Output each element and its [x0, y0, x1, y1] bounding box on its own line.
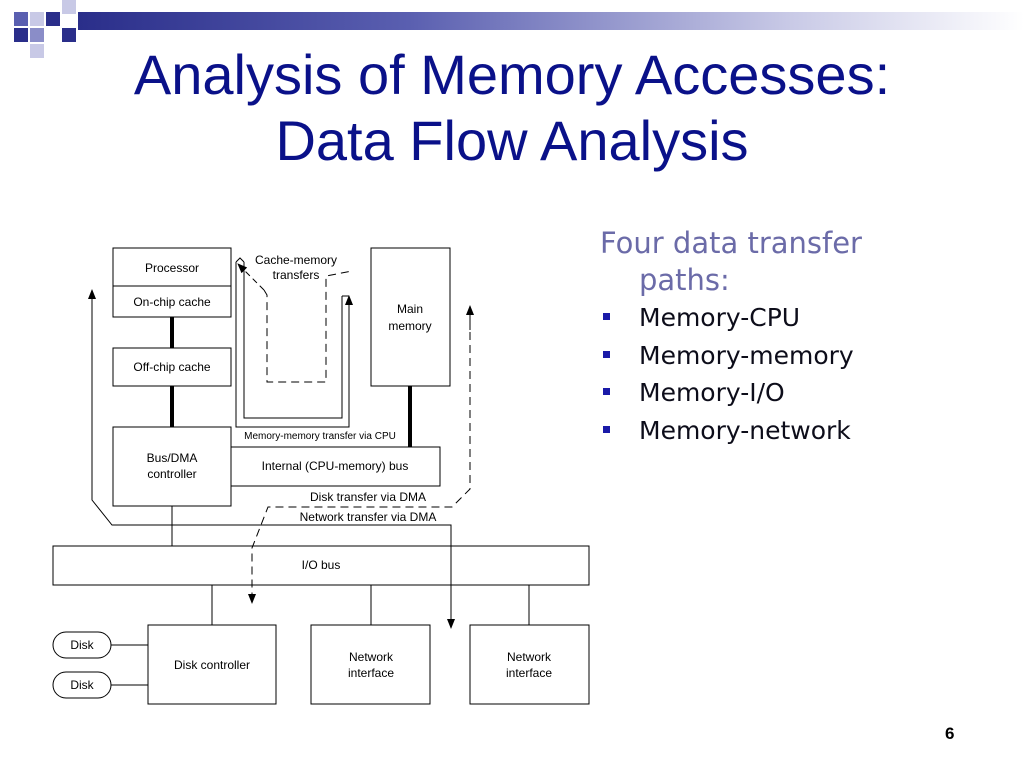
disk-dma-path: [248, 306, 471, 604]
main-memory-label-line1: Main: [397, 302, 423, 316]
intro-text: Four data transfer paths:: [600, 225, 1000, 299]
header-gradient-bar: [78, 12, 1024, 30]
network-interface-2-label-line1: Network: [507, 650, 552, 664]
square-bullet-icon: [603, 388, 610, 395]
network-dma-path: [91, 290, 455, 629]
square-bullet-icon: [603, 313, 610, 320]
slide-title-line2: Data Flow Analysis: [275, 109, 749, 172]
slide-title-line1: Analysis of Memory Accesses:: [133, 43, 891, 106]
deco-square: [62, 0, 76, 14]
list-item-text: Memory-network: [639, 415, 851, 445]
disk-1-label: Disk: [70, 638, 94, 652]
square-bullet-icon: [603, 425, 610, 433]
intro-line1: Four data transfer: [600, 226, 862, 260]
main-memory-box: [370, 247, 451, 387]
slide-title: Analysis of Memory Accesses: Data Flow A…: [0, 42, 1024, 174]
list-item: Memory-network: [600, 412, 1000, 450]
deco-square: [30, 28, 44, 42]
transfer-paths-list: Memory-CPU Memory-memory Memory-I/O Memo…: [600, 299, 1000, 449]
deco-square: [30, 12, 44, 26]
network-interface-1-box: [310, 624, 431, 705]
intro-line2: paths:: [639, 263, 730, 297]
internal-bus-label: Internal (CPU-memory) bus: [262, 459, 409, 473]
deco-square: [30, 44, 44, 58]
cache-memory-arrow: [237, 263, 265, 291]
network-dma-label: Network transfer via DMA: [300, 510, 437, 524]
mem-mem-path-top: [235, 257, 245, 263]
offchip-cache-label: Off-chip cache: [133, 360, 210, 374]
transfer-paths-panel: Four data transfer paths: Memory-CPU Mem…: [600, 225, 1000, 449]
network-interface-2-label-line2: interface: [506, 666, 552, 680]
square-bullet-icon: [603, 350, 610, 358]
deco-square: [14, 12, 28, 26]
deco-square: [14, 28, 28, 42]
list-item: Memory-memory: [600, 337, 1000, 375]
bus-dma-box: [112, 426, 232, 507]
disk-2: [52, 671, 112, 699]
disk-1: [52, 631, 112, 659]
list-item-text: Memory-I/O: [639, 378, 785, 407]
disk-controller-box: [147, 624, 277, 705]
list-item: Memory-CPU: [600, 299, 1000, 337]
disk-dma-label: Disk transfer via DMA: [310, 490, 426, 504]
onchip-cache-box: [112, 285, 232, 318]
network-interface-2-box: [469, 624, 590, 705]
network-interface-1-label-line1: Network: [349, 650, 394, 664]
bus-dma-label-line1: Bus/DMA: [147, 451, 198, 465]
cache-memory-path: [263, 270, 353, 383]
cache-memory-label-line1: Cache-memory: [255, 253, 337, 267]
main-memory-label-line2: memory: [388, 319, 431, 333]
mem-mem-label: Memory-memory transfer via CPU: [244, 431, 396, 442]
offchip-cache-box: [112, 347, 232, 387]
io-bus-box: [52, 545, 590, 586]
mem-mem-path-outer: [235, 262, 353, 428]
list-item-text: Memory-CPU: [639, 303, 801, 332]
cache-memory-label-line2: transfers: [273, 268, 320, 282]
onchip-cache-label: On-chip cache: [133, 295, 211, 309]
internal-bus-box: [230, 446, 441, 487]
list-item-text: Memory-memory: [639, 340, 854, 370]
disk-controller-label: Disk controller: [174, 658, 250, 672]
network-interface-1-label-line2: interface: [348, 666, 394, 680]
deco-square: [46, 12, 60, 26]
header-decoration: [0, 0, 1024, 60]
processor-label: Processor: [145, 261, 199, 275]
disk-2-label: Disk: [70, 678, 94, 692]
mem-mem-path-inner: [243, 262, 343, 419]
deco-square: [62, 28, 76, 42]
page-number: 6: [945, 724, 955, 743]
bus-dma-label-line2: controller: [147, 467, 196, 481]
processor-box: [112, 247, 232, 287]
list-item: Memory-I/O: [600, 374, 1000, 412]
io-bus-label: I/O bus: [302, 558, 341, 572]
